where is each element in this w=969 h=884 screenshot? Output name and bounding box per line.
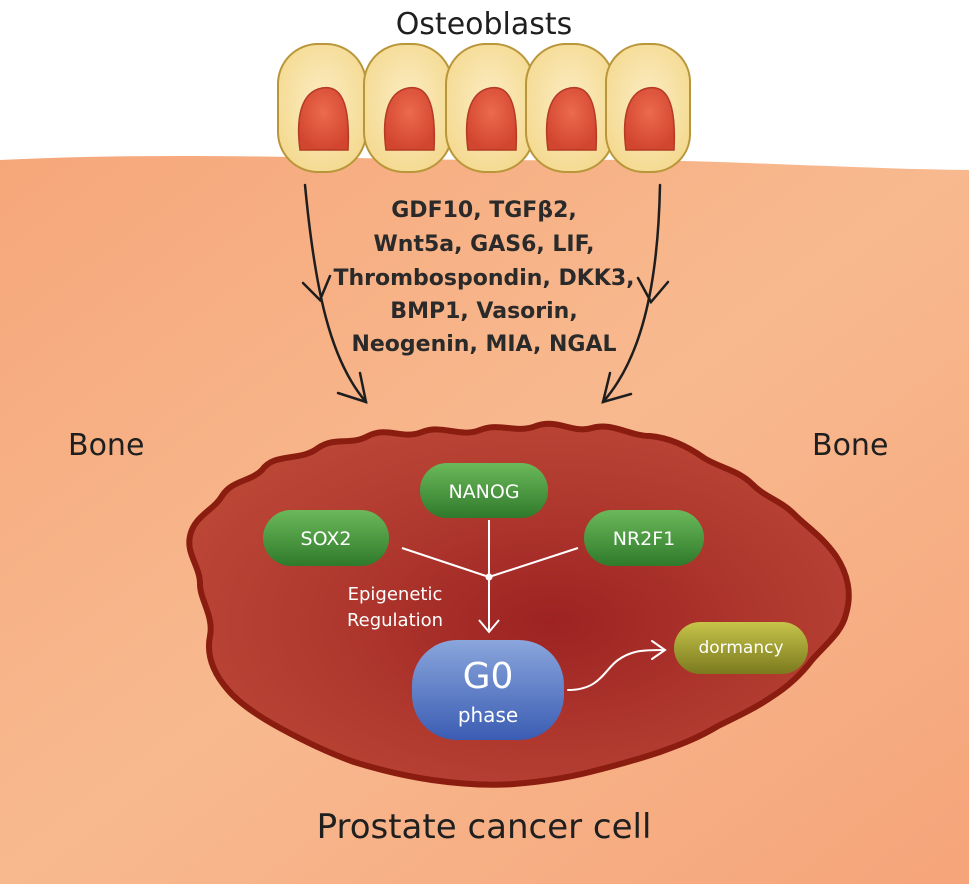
factor-line: Wnt5a, GAS6, LIF, [374, 232, 595, 257]
sox2-label: SOX2 [301, 528, 352, 550]
factor-line: BMP1, Vasorin, [390, 299, 577, 324]
prostate-cancer-cell-caption: Prostate cancer cell [317, 807, 652, 847]
g0-phase-node: G0 phase [412, 640, 564, 740]
g0-phase-sublabel: phase [458, 703, 518, 727]
epigenetic-label-line2: Regulation [347, 610, 443, 631]
factor-line: GDF10, TGFβ2, [391, 198, 577, 223]
dormancy-label: dormancy [698, 638, 783, 658]
left-signal-arrow [303, 183, 368, 404]
to-g0-arrowhead [478, 619, 500, 634]
dormancy-arrow [567, 640, 667, 691]
nr2f1-connector [488, 547, 579, 578]
secreted-factors-list: GDF10, TGFβ2, Wnt5a, GAS6, LIF, Thrombos… [333, 198, 634, 357]
nanog-label: NANOG [448, 481, 519, 503]
dormancy-node: dormancy [674, 622, 808, 674]
regulation-connectors [401, 520, 579, 634]
sox2-node: SOX2 [263, 510, 389, 566]
left-arrowhead [336, 371, 368, 404]
factor-line: Neogenin, MIA, NGAL [351, 332, 616, 357]
osteoblast-cell [445, 43, 535, 173]
osteoblast-cell [363, 43, 453, 173]
nr2f1-node: NR2F1 [584, 510, 704, 566]
nr2f1-label: NR2F1 [613, 528, 676, 550]
osteoblast-row [277, 43, 691, 173]
osteoblast-cell [525, 43, 615, 173]
osteoblasts-title: Osteoblasts [396, 7, 573, 42]
nanog-node: NANOG [420, 463, 548, 518]
right-signal-arrow [601, 183, 662, 404]
right-arrowhead [601, 371, 633, 404]
bone-label-left: Bone [68, 428, 144, 463]
signal-arrows [301, 183, 670, 404]
epigenetic-label-line1: Epigenetic [348, 584, 443, 605]
factor-line: Thrombospondin, DKK3, [333, 266, 634, 291]
g0-label: G0 [463, 656, 514, 697]
sox2-connector [401, 547, 490, 578]
junction-node [485, 573, 493, 581]
bone-label-right: Bone [812, 428, 888, 463]
right-mid-arrowhead [636, 276, 670, 305]
left-mid-arrowhead [301, 274, 332, 303]
osteoblast-cell [277, 43, 367, 173]
osteoblast-cell [605, 43, 691, 173]
